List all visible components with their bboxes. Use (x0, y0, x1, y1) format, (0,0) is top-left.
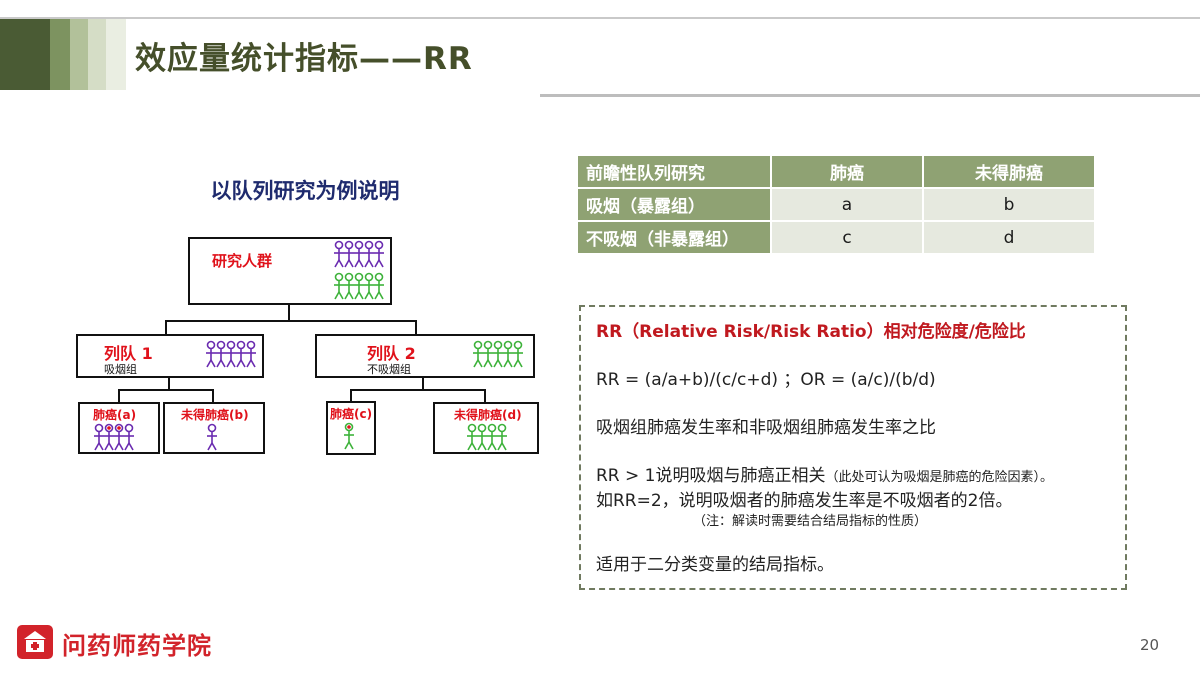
cell-c-box (326, 401, 376, 455)
connector (118, 389, 214, 391)
cell-d-label: 未得肺癌(d) (454, 408, 522, 422)
table-cell: c (772, 222, 924, 255)
diagram-title: 以队列研究为例说明 (210, 179, 400, 203)
table-header-cell: 未得肺癌 (924, 156, 1096, 189)
rr-info-box: RR（Relative Risk/Risk Ratio）相对危险度/危险比 RR… (579, 305, 1127, 590)
header-color-strip (0, 19, 50, 90)
cohort1-sub: 吸烟组 (104, 363, 137, 376)
table-row-header: 不吸烟（非暴露组） (578, 222, 772, 255)
academy-logo-icon (17, 625, 53, 659)
population-figures-icon (334, 240, 385, 300)
header-color-strip (88, 19, 106, 90)
connector (350, 389, 486, 391)
header-color-strip (50, 19, 70, 90)
table-row: 吸烟（暴露组） a b (578, 189, 1096, 222)
table-cell: a (772, 189, 924, 222)
table-row-header: 吸烟（暴露组） (578, 189, 772, 222)
cohort2-sub: 不吸烟组 (367, 363, 411, 376)
cohort1-box (76, 334, 264, 378)
connector (165, 320, 417, 322)
rr-info-title: RR（Relative Risk/Risk Ratio）相对危险度/危险比 (596, 322, 1026, 342)
table-header-row: 前瞻性队列研究 肺癌 未得肺癌 (578, 156, 1096, 189)
rr-formula: RR = (a/a+b)/(c/c+d) ；OR = (a/c)/(b/d) (596, 370, 936, 390)
rr-usage: 适用于二分类变量的结局指标。 (596, 555, 834, 575)
cell-a-figures-icon (93, 423, 135, 451)
header-top-rule (0, 17, 1200, 19)
connector (422, 378, 424, 390)
cohort1-label: 列队 1 (104, 344, 153, 363)
table-header-cell: 前瞻性队列研究 (578, 156, 772, 189)
cohort2-label: 列队 2 (367, 344, 416, 363)
rr-interp-main: RR > 1说明吸烟与肺癌正相关 (596, 466, 826, 486)
rr-interpretation-2: 如RR=2，说明吸烟者的肺癌发生率是不吸烟者的2倍。 (596, 491, 1013, 511)
cell-b-label: 未得肺癌(b) (181, 408, 249, 422)
population-label: 研究人群 (212, 252, 273, 270)
page-title: 效应量统计指标——RR (135, 41, 473, 77)
connector (415, 320, 417, 335)
header-bottom-rule (540, 94, 1200, 97)
connector (165, 320, 167, 335)
header-color-strip (70, 19, 88, 90)
cell-c-label: 肺癌(c) (330, 407, 373, 421)
table-header-cell: 肺癌 (772, 156, 924, 189)
cell-c-figure-icon (343, 422, 355, 450)
connector (168, 378, 170, 390)
connector (118, 389, 120, 403)
connector (484, 389, 486, 403)
connector (350, 389, 352, 402)
smoker-figures-icon (205, 340, 257, 368)
brand-name: 问药师药学院 (62, 632, 212, 660)
cell-b-figure-icon (206, 423, 218, 451)
table-cell: d (924, 222, 1096, 255)
table-cell: b (924, 189, 1096, 222)
connector (212, 389, 214, 403)
rr-interp-note: （此处可认为吸烟是肺癌的危险因素）。 (825, 470, 1054, 485)
header-color-strip (106, 19, 126, 90)
cell-a-label: 肺癌(a) (93, 408, 137, 422)
table-row: 不吸烟（非暴露组） c d (578, 222, 1096, 255)
nonsmoker-figures-icon (472, 340, 524, 368)
page-number: 20 (1140, 636, 1160, 654)
rr-definition: 吸烟组肺癌发生率和非吸烟组肺癌发生率之比 (596, 418, 936, 438)
cohort-table: 前瞻性队列研究 肺癌 未得肺癌 吸烟（暴露组） a b 不吸烟（非暴露组） c … (578, 156, 1096, 255)
connector (288, 305, 290, 321)
cell-d-figures-icon (466, 423, 508, 451)
rr-note: （注：解读时需要结合结局指标的性质） (693, 514, 928, 529)
rr-interpretation-1: RR > 1说明吸烟与肺癌正相关（此处可认为吸烟是肺癌的危险因素）。 (596, 461, 1053, 486)
